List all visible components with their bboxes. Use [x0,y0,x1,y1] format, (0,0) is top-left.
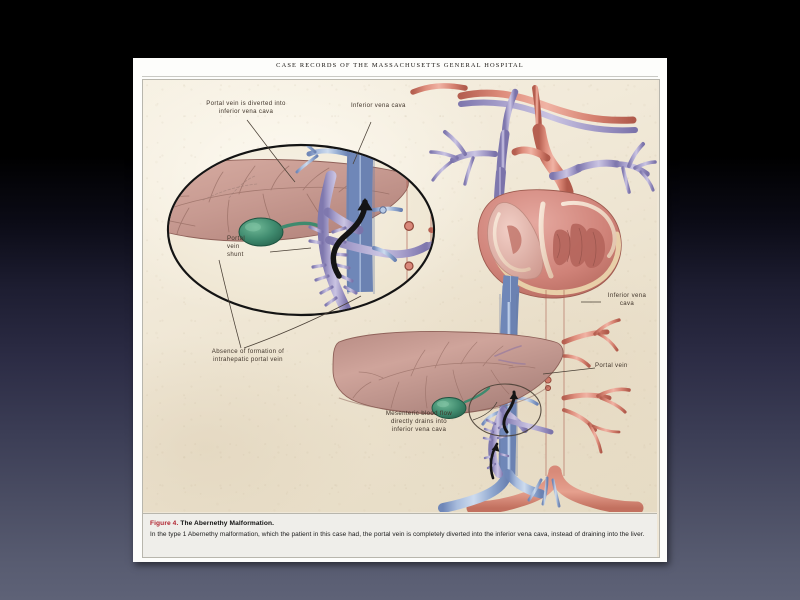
figure-block: Portal vein is diverted into inferior ve… [142,79,660,558]
callout-inferior-vena-cava-right: Inferior vena cava [607,292,647,308]
callout-absence-of-formation: Absence of formation of intrahepatic por… [211,348,285,364]
callout-inferior-vena-cava-top: Inferior vena cava [351,102,406,109]
caption-figure-number: Figure 4. [150,520,179,527]
callout-mesenteric-blood-flow: Mesenteric blood flow directly drains in… [385,410,453,434]
header-rule [142,76,658,77]
magnified-inset-group [166,143,436,317]
anatomy-artwork [166,83,657,512]
main-anatomy-group [332,83,657,512]
figure-caption: Figure 4. The Abernethy Malformation. In… [143,513,657,557]
figure-illustration: Portal vein is diverted into inferior ve… [143,80,657,512]
leader-lines [218,119,601,421]
callout-portal-vein-diverted: Portal vein is diverted into inferior ve… [206,100,286,116]
running-head: CASE RECORDS OF THE MASSACHUSETTS GENERA… [276,62,524,69]
journal-page: CASE RECORDS OF THE MASSACHUSETTS GENERA… [133,58,667,562]
callout-portal-vein-shunt: Portal vein shunt [227,235,246,259]
caption-title-line: Figure 4. The Abernethy Malformation. [150,519,650,528]
callout-portal-vein-right: Portal vein [595,362,628,369]
caption-body: In the type 1 Abernethy malformation, wh… [150,531,645,538]
caption-title: The Abernethy Malformation. [180,520,275,527]
